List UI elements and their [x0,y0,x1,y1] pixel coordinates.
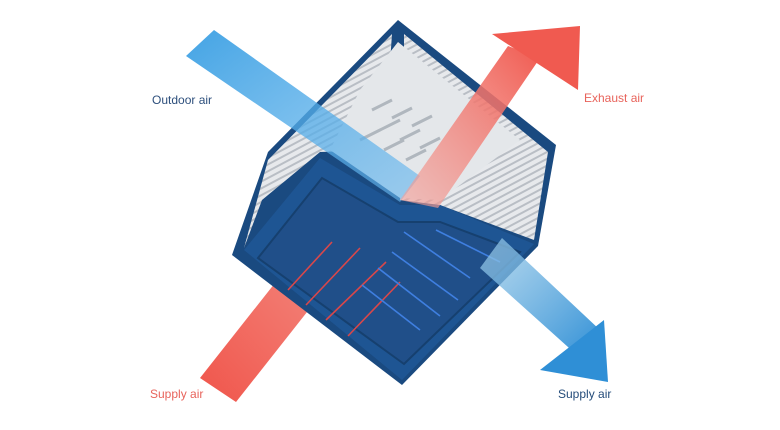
exhaust-air-label: Exhaust air [584,91,644,105]
supply-air-inlet-label: Supply air [150,387,203,401]
supply-air-outlet-label: Supply air [558,387,611,401]
supply-air-outlet-arrow [480,238,608,382]
outdoor-air-label: Outdoor air [152,93,212,107]
